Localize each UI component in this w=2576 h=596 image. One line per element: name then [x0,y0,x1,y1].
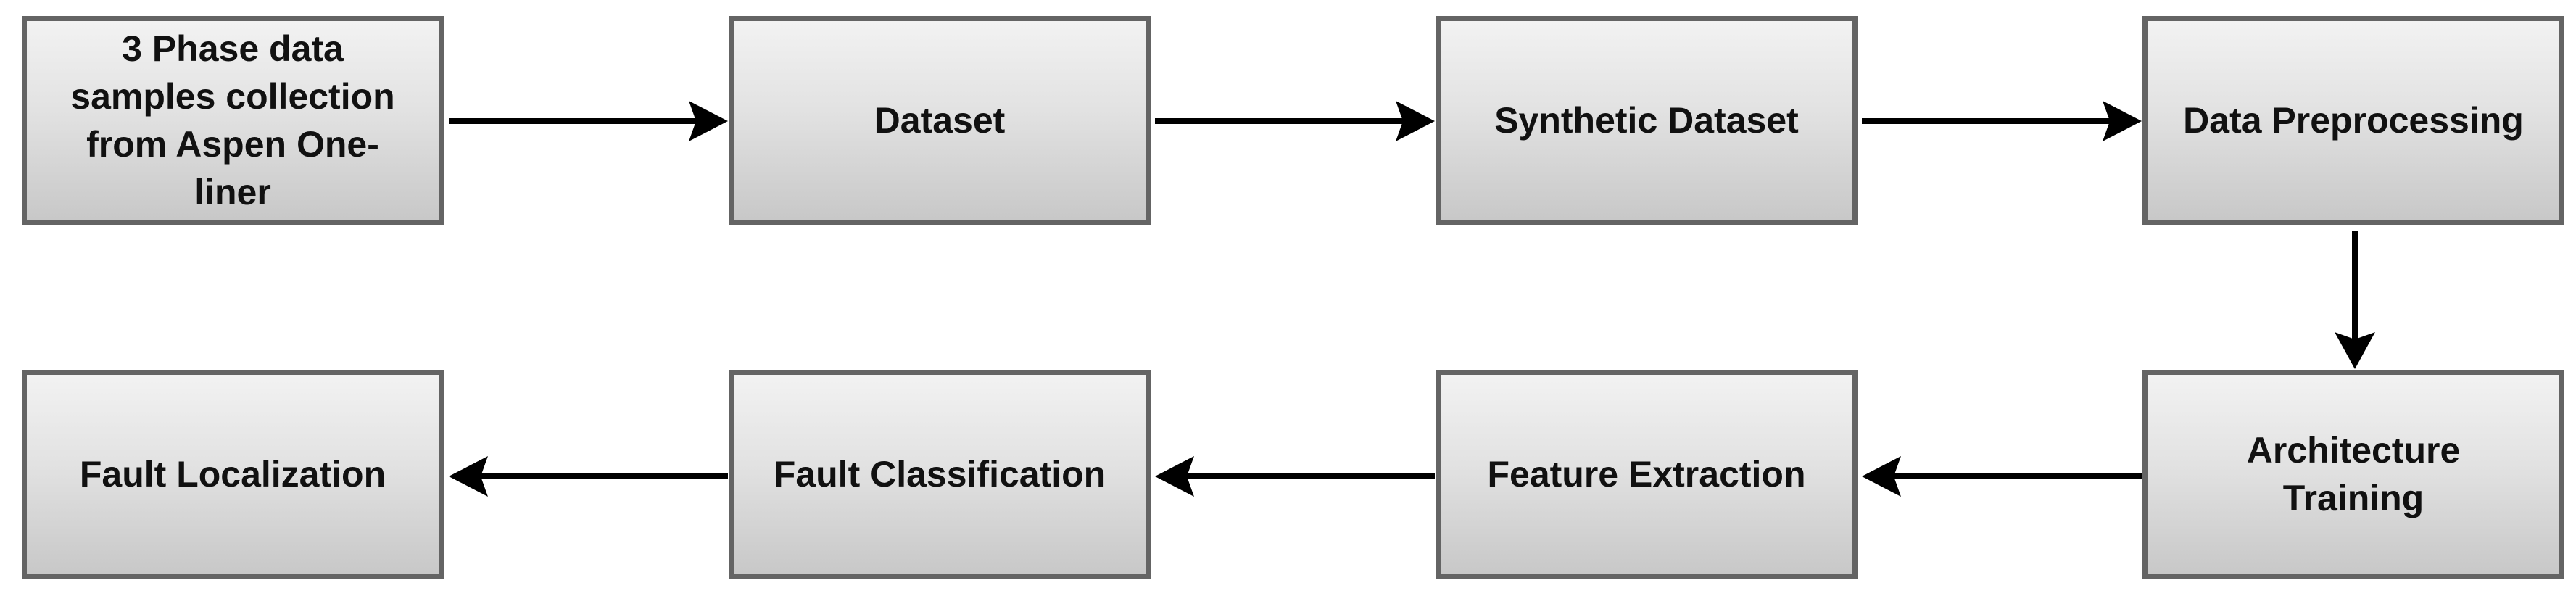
node-data-collection: 3 Phase data samples collection from Asp… [22,16,444,225]
node-data-preprocessing: Data Preprocessing [2142,16,2564,225]
node-label: Architecture Training [2246,430,2461,518]
arrow-dataset-to-synthetic-dataset [1155,101,1435,141]
node-fault-localization: Fault Localization [22,370,444,579]
node-synthetic-dataset: Synthetic Dataset [1436,16,1858,225]
arrow-feature-extraction-to-fault-classification [1155,456,1435,497]
arrow-synthetic-dataset-to-preprocessing [1862,101,2142,141]
node-label: Feature Extraction [1487,454,1806,494]
node-fault-classification: Fault Classification [729,370,1151,579]
arrow-architecture-training-to-feature-extraction [1862,456,2142,497]
node-label: 3 Phase data samples collection from Asp… [70,28,395,212]
node-label: Fault Localization [79,454,386,494]
node-label: Fault Classification [773,454,1106,494]
node-feature-extraction: Feature Extraction [1436,370,1858,579]
node-label: Dataset [874,100,1006,141]
node-dataset: Dataset [729,16,1151,225]
arrow-fault-classification-to-fault-localization [449,456,728,497]
node-label: Data Preprocessing [2183,100,2524,141]
arrow-preprocessing-to-architecture-training [2335,231,2375,369]
arrow-data-collection-to-dataset [449,101,728,141]
node-label: Synthetic Dataset [1494,100,1799,141]
node-architecture-training: Architecture Training [2142,370,2564,579]
